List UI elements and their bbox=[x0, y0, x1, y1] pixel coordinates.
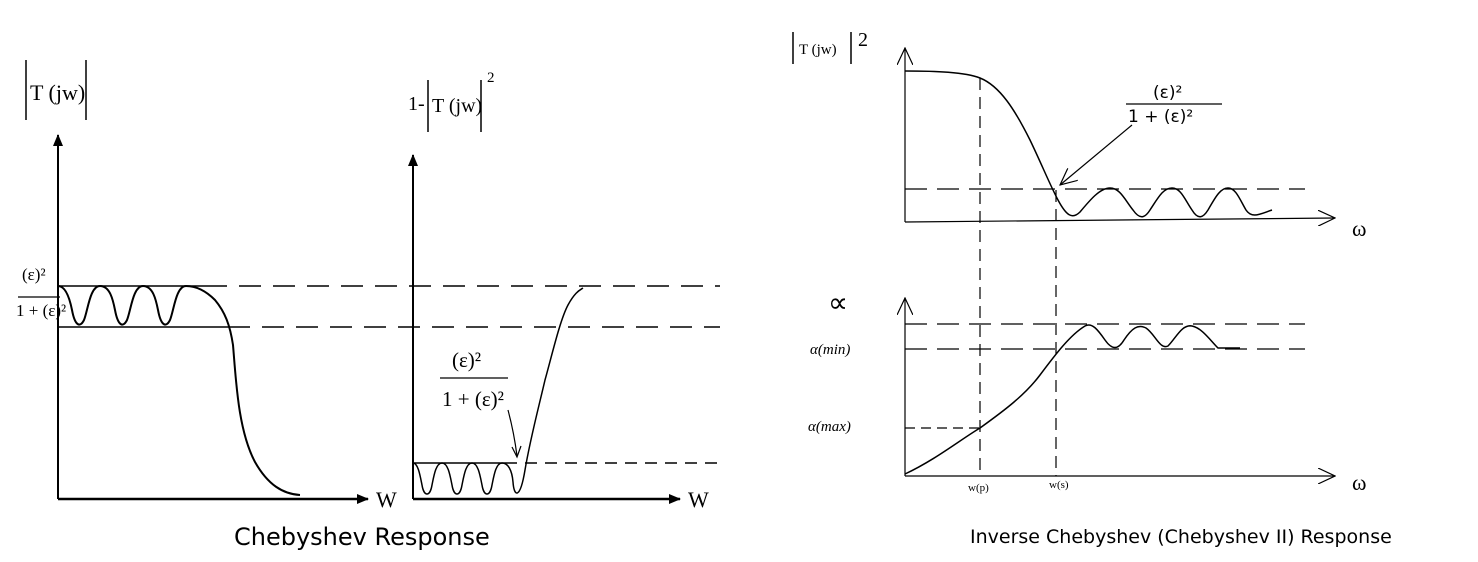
alpha-min-label: α(min) bbox=[810, 342, 850, 358]
ws-label: w(s) bbox=[1049, 479, 1069, 491]
y-axis-exponent: 2 bbox=[858, 29, 868, 51]
annotation-numerator: (ε)² bbox=[452, 348, 481, 372]
x-axis-label: ω bbox=[1352, 216, 1366, 241]
y-axis-label: T (jw) bbox=[30, 80, 85, 105]
wp-label: w(p) bbox=[968, 482, 989, 494]
annotation-pointer bbox=[507, 409, 518, 457]
y-axis-exponent: 2 bbox=[487, 70, 495, 86]
magnitude-curve bbox=[904, 70, 1273, 218]
x-axis bbox=[904, 218, 1335, 222]
alpha-max-label: α(max) bbox=[808, 419, 851, 435]
y-axis-label: T (jw) bbox=[432, 95, 482, 117]
y-axis-label: ∝ bbox=[828, 288, 848, 319]
ripple-label-denominator: 1 + (ε)² bbox=[16, 301, 66, 320]
annotation-denominator: 1 + (ε)² bbox=[1128, 107, 1193, 127]
x-axis-label: W bbox=[688, 487, 709, 512]
y-axis-label: T (jw) bbox=[799, 42, 837, 58]
magnitude-curve bbox=[57, 284, 301, 496]
x-axis-label: ω bbox=[1352, 470, 1366, 495]
complement-curve bbox=[412, 287, 584, 495]
inverse-chebyshev-attenuation-plot: ∝ ω α(min) α(max) w(p) w(s) Inverse Cheb… bbox=[808, 288, 1392, 548]
chebyshev-complement-plot: 1- T (jw) 2 W (ε)² 1 + (ε)² bbox=[408, 70, 718, 512]
inverse-chebyshev-magnitude-plot: T (jw) 2 ω (ε)² 1 + (ε)² bbox=[792, 29, 1366, 241]
caption-chebyshev: Chebyshev Response bbox=[234, 523, 490, 551]
annotation-pointer bbox=[1060, 124, 1133, 185]
annotation-numerator: (ε)² bbox=[1153, 83, 1182, 103]
attenuation-curve bbox=[904, 324, 1240, 475]
chebyshev-magnitude-plot: T (jw) W (ε)² 1 + (ε)² Chebyshev Respons… bbox=[16, 60, 490, 551]
caption-inverse-chebyshev: Inverse Chebyshev (Chebyshev II) Respons… bbox=[970, 526, 1392, 548]
annotation-denominator: 1 + (ε)² bbox=[442, 387, 504, 411]
x-axis-label: W bbox=[376, 487, 397, 512]
y-axis-label-prefix: 1- bbox=[408, 93, 425, 115]
ripple-label-numerator: (ε)² bbox=[22, 265, 46, 284]
annotation-pointer-tip bbox=[511, 445, 522, 459]
